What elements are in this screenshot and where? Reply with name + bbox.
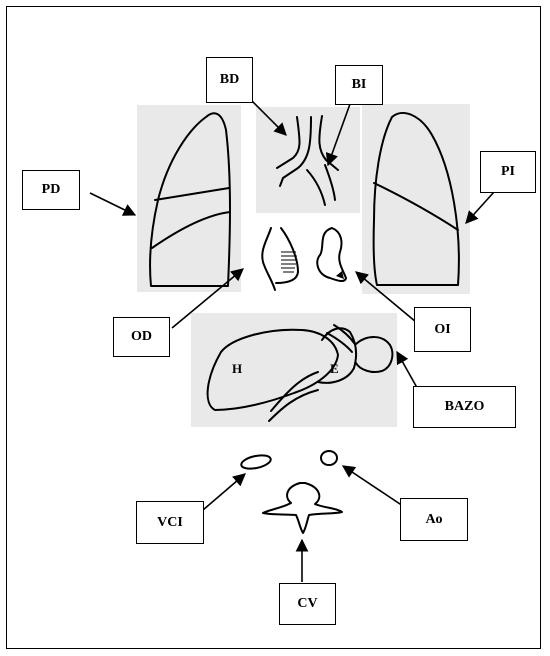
bronchi-bi-line3	[325, 165, 335, 200]
left-lung-outline	[374, 113, 459, 285]
right-lung-fissure-lower	[152, 212, 230, 248]
label-vci: VCI	[136, 501, 204, 544]
label-cv: CV	[279, 583, 336, 625]
aorta-outline	[321, 451, 337, 465]
right-hilum-outline	[262, 228, 298, 290]
spleen-outline	[356, 337, 392, 372]
liver-outline	[208, 330, 338, 410]
label-h: H	[232, 361, 242, 377]
label-bd: BD	[206, 57, 253, 103]
bronchi-bi-line2	[307, 170, 325, 205]
vertebra-outline	[263, 483, 342, 533]
label-oi: OI	[414, 307, 471, 352]
label-od: OD	[113, 317, 170, 357]
left-lung-fissure	[374, 183, 458, 230]
label-bi: BI	[335, 65, 383, 105]
label-pd: PD	[22, 170, 80, 210]
label-pi: PI	[480, 151, 536, 193]
bronchi-bd-line1	[277, 117, 300, 168]
label-bazo: BAZO	[413, 386, 516, 428]
label-ao: Ao	[400, 498, 468, 541]
bronchi-bd-line2	[280, 117, 311, 186]
vena-cava-outline	[240, 453, 272, 471]
right-lung-fissure-upper	[155, 188, 229, 200]
label-e: E	[330, 361, 339, 377]
